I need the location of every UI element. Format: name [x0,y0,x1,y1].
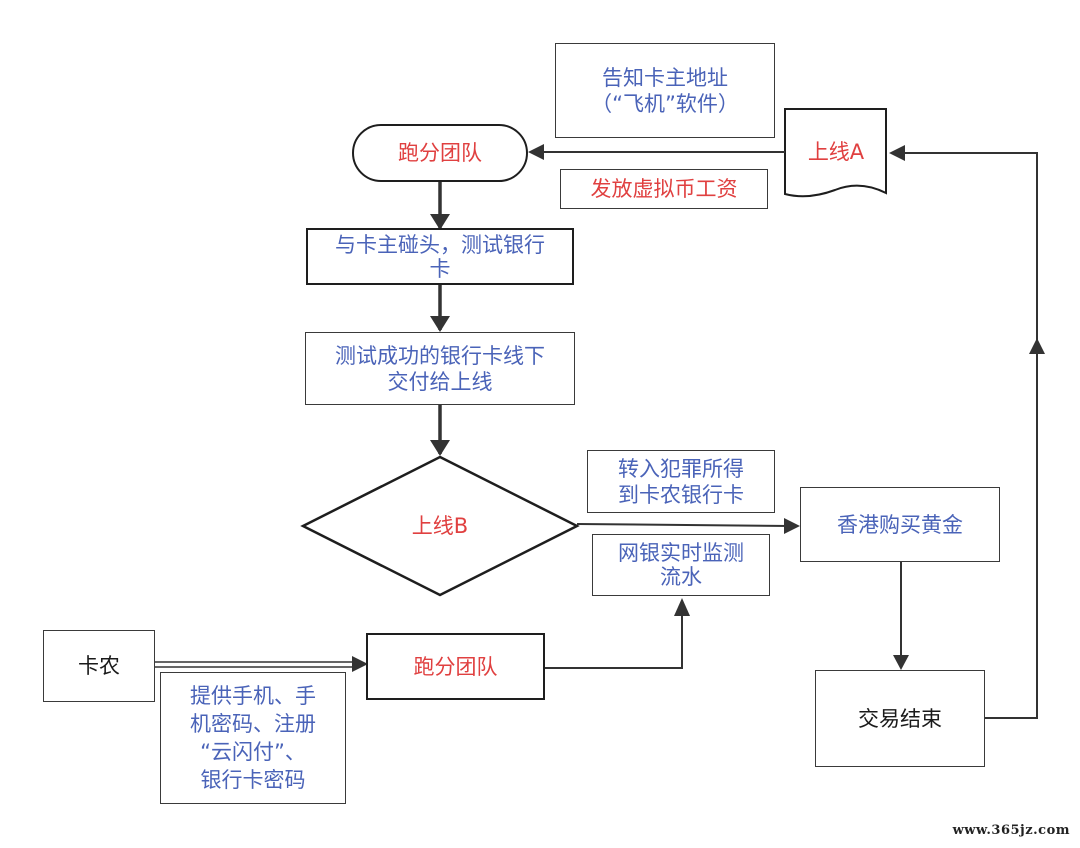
provide-info-box: 提供手机、手 机密码、注册 “云闪付”、 银行卡密码 [160,672,346,804]
buy-gold-box: 香港购买黄金 [800,487,1000,562]
online-b-label: 上线B [411,514,469,538]
arrowhead [889,145,905,161]
arrow-team-to-monitor [545,612,683,669]
document-shape [784,108,887,198]
arrowhead [893,655,909,670]
team-bottom-box: 跑分团队 [366,633,545,700]
arrow-b-to-gold [576,523,791,527]
arrowhead [430,214,450,230]
notify-address-box: 告知卡主地址 （“飞机”软件） [555,43,775,138]
arrowhead [784,518,800,534]
arrowhead [1029,338,1045,354]
online-a-label: 上线A [807,140,865,164]
team-top-terminal: 跑分团队 [352,124,528,182]
deal-end-box: 交易结束 [815,670,985,767]
arrowhead [674,598,690,616]
arrowhead [352,656,368,672]
arrowhead [430,316,450,332]
pay-crypto-box: 发放虚拟币工资 [560,169,768,209]
arrowhead [430,440,450,456]
deliver-card-box: 测试成功的银行卡线下 交付给上线 [305,332,575,405]
watermark: www.365jz.com [952,823,1070,838]
transfer-crime-box: 转入犯罪所得 到卡农银行卡 [587,450,775,513]
monitor-box: 网银实时监测 流水 [592,534,770,596]
arrowhead [528,144,544,160]
arrow-end-to-online-a [905,152,1038,719]
card-farmer-box: 卡农 [43,630,155,702]
meet-owner-box: 与卡主碰头，测试银行 卡 [306,228,574,285]
decision-diamond-shape [300,455,580,597]
